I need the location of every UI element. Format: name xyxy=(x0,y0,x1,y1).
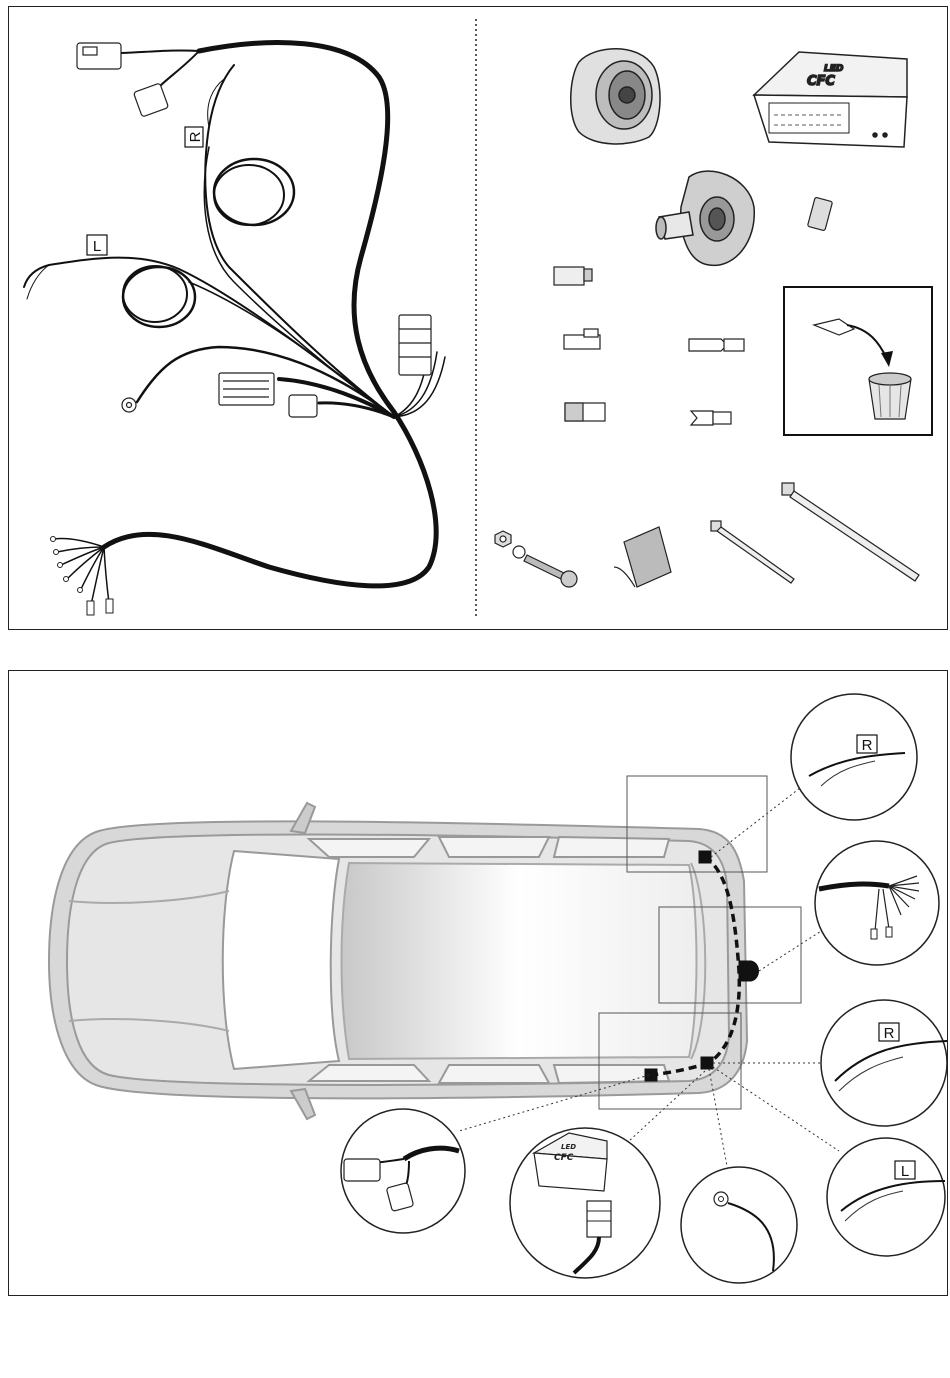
callout-vehicle-plug xyxy=(341,1109,465,1233)
callout-left-light: L xyxy=(827,1138,945,1256)
fuse-holder-icon xyxy=(807,197,832,231)
kit-contents-panel: R L LED CFC xyxy=(8,6,948,630)
callout-ground-terminal xyxy=(681,1167,797,1283)
callout-label-r-bottom: R xyxy=(884,1025,895,1042)
label-r-tag: R xyxy=(185,127,204,147)
flat-connector-icon xyxy=(564,329,600,349)
connection-point-right xyxy=(699,851,711,863)
cable-tie-long-icon xyxy=(782,483,919,581)
vehicle-plug-connector xyxy=(344,1159,380,1181)
label-l-tag: L xyxy=(87,235,107,255)
module-multi-pin-connector xyxy=(587,1201,611,1237)
callout-right-light-2: R xyxy=(821,1000,947,1126)
rear-light-connector xyxy=(399,315,431,375)
electronic-module-icon: LED CFC xyxy=(754,52,907,147)
label-l: L xyxy=(93,238,101,255)
flat-terminal-icon xyxy=(689,339,744,351)
cable-tie-short-icon xyxy=(711,521,794,583)
callout-module-logo-bottom: CFC xyxy=(554,1153,574,1163)
wiring-harness xyxy=(24,43,445,605)
double-sided-tape-icon xyxy=(614,527,671,587)
pin-insert-hint-icon xyxy=(784,287,932,435)
connector-pin xyxy=(83,47,97,55)
fork-terminal-icon xyxy=(691,411,731,425)
connection-point-module xyxy=(645,1069,657,1081)
label-r: R xyxy=(187,131,204,142)
socket-seal-icon xyxy=(656,171,754,265)
callout-label-l: L xyxy=(901,1163,909,1180)
trailer-socket-icon xyxy=(571,49,660,144)
double-connector-icon xyxy=(565,403,605,421)
kit-contents-drawing: R L LED CFC xyxy=(9,7,949,631)
car-top-view xyxy=(49,803,747,1119)
installation-drawing: R R L LED CFC xyxy=(9,671,949,1297)
module-logo-bottom: CFC xyxy=(807,74,835,89)
small-plug-connector xyxy=(289,395,317,417)
harness-connectors xyxy=(77,43,431,417)
callout-module-logo-top: LED xyxy=(561,1143,576,1151)
callout-module-connector: LED CFC xyxy=(510,1128,660,1278)
connection-point-left xyxy=(701,1057,713,1069)
screw-bolt-icon xyxy=(495,531,577,587)
trailer-socket-mount xyxy=(739,961,759,981)
callout-socket-wires xyxy=(815,841,939,965)
callout-right-light: R xyxy=(791,694,917,820)
installation-panel: R R L LED CFC xyxy=(8,670,948,1296)
end-pin xyxy=(87,601,94,615)
callout-label-r-top: R xyxy=(862,737,873,754)
end-pin xyxy=(106,599,113,613)
vehicle-socket-connector xyxy=(133,83,168,117)
module-logo-top: LED xyxy=(824,64,844,74)
small-connector-icon xyxy=(554,267,592,285)
